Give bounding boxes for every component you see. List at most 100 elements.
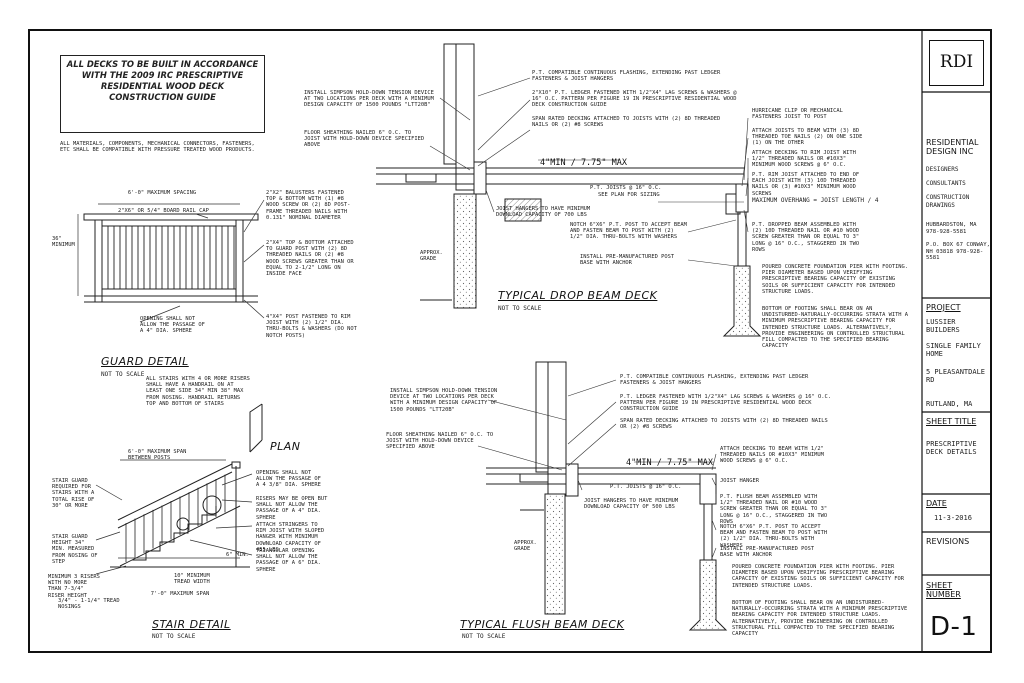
project-type: SINGLE FAMILY HOME [926, 342, 986, 358]
project-builder: LUSSIER BUILDERS [926, 318, 960, 334]
company-address-2: P.O. BOX 67 CONWAY, NH 03818 978-928-558… [926, 242, 994, 261]
guard-opening-note: OPENING SHALL NOT ALLOW THE PASSAGE OF A… [140, 316, 209, 335]
flush-deck-title: TYPICAL FLUSH BEAM DECK [460, 618, 625, 631]
stair-detail-title: STAIR DETAIL [152, 618, 231, 631]
date-heading: DATE [926, 499, 947, 508]
revisions-heading: REVISIONS [926, 537, 970, 546]
flush-attach-note: ATTACH DECKING TO BEAM WITH 1/2" THREADE… [720, 446, 828, 465]
company-designers: DESIGNERS [926, 166, 959, 173]
drop-attach-rim-note: ATTACH DECKING TO RIM JOIST WITH 1/2" TH… [752, 150, 860, 169]
guard-balusters [107, 226, 235, 289]
materials-note: ALL MATERIALS, COMPONENTS, MECHANICAL CO… [60, 141, 258, 154]
guard-rail-note: 2"X4" TOP & BOTTOM ATTACHED TO GUARD POS… [266, 240, 357, 278]
sheet-number: D-1 [930, 612, 978, 642]
flush-deck-scale: NOT TO SCALE [462, 633, 506, 640]
stair-balusters [125, 474, 226, 562]
flush-hangers-note: JOIST HANGERS TO HAVE MINIMUM DOWNLOAD C… [584, 498, 682, 511]
drop-leader-lines [429, 77, 749, 267]
title-block-lines [921, 30, 991, 652]
flush-footing2-note: BOTTOM OF FOOTING SHALL BEAR ON AN UNDIS… [732, 600, 911, 638]
stair-riser-note: MINIMUM 3 RISERS WITH NO MORE THAN 7-3/4… [48, 574, 104, 599]
stair-detail-scale: NOT TO SCALE [152, 633, 196, 640]
guard-balusters-note: 2"X2" BALUSTERS FASTENED TOP & BOTTOM WI… [266, 190, 351, 221]
stair-max-span-top: 6'-0" MAXIMUM SPAN BETWEEN POSTS [128, 449, 190, 462]
stair-dim-lines [95, 459, 253, 575]
drop-sheathing-note: FLOOR SHEATHING NAILED 6" O.C. TO JOIST … [304, 130, 428, 149]
drawing-sheet-border [28, 29, 992, 653]
stair-risers-open: RISERS MAY BE OPEN BUT SHALL NOT ALLOW T… [256, 496, 331, 521]
stair-tread-min: 10" MINIMUM TREAD WIDTH [174, 573, 213, 586]
project-street: 5 PLEASANTDALE RD [926, 368, 990, 384]
stair-guard-height: STAIR GUARD HEIGHT 34" MIN. MEASURED FRO… [52, 534, 101, 565]
drop-deck-title: TYPICAL DROP BEAM DECK [498, 289, 658, 302]
project-heading: PROJECT [926, 303, 961, 312]
stair-handrail-note: ALL STAIRS WITH 4 OR MORE RISERS SHALL H… [146, 376, 254, 407]
stair-plan-drawing [249, 403, 263, 453]
flush-decking-note: SPAN RATED DECKING ATTACHED TO JOISTS WI… [620, 418, 831, 431]
drop-hangers-note: JOIST HANGERS TO HAVE MINIMUM DOWNLOAD C… [496, 206, 594, 219]
date-value: 11-3-2016 [934, 514, 972, 522]
sheet-title: PRESCRIPTIVE DECK DETAILS [926, 440, 981, 456]
notice-box: ALL DECKS TO BE BUILT IN ACCORDANCE WITH… [60, 55, 265, 133]
drop-beam-note: P.T. DROPPED BEAM ASSEMBLED WITH (2) 10D… [752, 222, 863, 253]
flush-dimension: 4"MIN / 7.75" MAX [626, 458, 713, 468]
flush-joists-label: P.T. JOISTS @ 16" O.C. [610, 484, 682, 490]
drop-holddown-note: INSTALL SIMPSON HOLD-DOWN TENSION DEVICE… [304, 90, 438, 109]
guard-height-dim: 36" MINIMUM [52, 236, 75, 249]
sheet-title-heading: SHEET TITLE [926, 417, 977, 426]
guard-detail-scale: NOT TO SCALE [101, 371, 145, 378]
drop-prefab-note: INSTALL PRE-MANUFACTURED POST BASE WITH … [580, 254, 678, 267]
guard-rail-cap: 2"X6" OR 5/4" BOARD RAIL CAP [118, 208, 209, 214]
flush-prefab-note: INSTALL PRE-MANUFACTURED POST BASE WITH … [720, 546, 818, 559]
rdi-logo: RDI [929, 40, 984, 86]
stair-triangular-note: TRIANGULAR OPENING SHALL NOT ALLOW THE P… [256, 548, 325, 573]
stair-nosing-min: 6" MIN. [226, 552, 249, 558]
company-consultants: CONSULTANTS [926, 180, 966, 187]
drop-notch-note: NOTCH 6"X6" P.T. POST TO ACCEPT BEAM AND… [570, 222, 691, 241]
drop-flashing-note: P.T. COMPATIBLE CONTINUOUS FLASHING, EXT… [532, 70, 724, 83]
flush-joist-hanger: JOIST HANGER [720, 478, 759, 484]
flush-grade-label: APPROX. GRADE [514, 540, 540, 553]
drop-grade-label: APPROX. GRADE [420, 250, 446, 263]
drop-rim-joist-note: P.T. RIM JOIST ATTACHED TO END OF EACH J… [752, 172, 863, 197]
guard-detail-drawing [83, 213, 259, 303]
flush-notch-note: NOTCH 6"X6" P.T. POST TO ACCEPT BEAM AND… [720, 524, 831, 549]
drop-footing2-note: BOTTOM OF FOOTING SHALL BEAR ON AN UNDIS… [762, 306, 912, 350]
drop-deck-scale: NOT TO SCALE [498, 305, 542, 312]
project-town: RUTLAND, MA [926, 400, 973, 408]
drop-rim-note: SPAN RATED DECKING ATTACHED TO JOISTS WI… [532, 116, 724, 129]
stair-plan-label: PLAN [270, 440, 301, 453]
flush-holddown-note: INSTALL SIMPSON HOLD-DOWN TENSION DEVICE… [390, 388, 501, 413]
company-construction: CONSTRUCTION DRAWINGS [926, 194, 973, 209]
stair-detail-drawing [110, 461, 250, 568]
flush-ledger-note: P.T. LEDGER FASTENED WITH 1/2"X4" LAG SC… [620, 394, 835, 413]
drop-attach-beam-note: ATTACH JOISTS TO BEAM WITH (3) 8D THREAD… [752, 128, 866, 147]
drop-overhang-note: MAXIMUM OVERHANG = JOIST LENGTH / 4 [752, 197, 879, 204]
flush-beam-deck-drawing [486, 361, 728, 631]
guard-dim-lines [77, 199, 265, 323]
flush-flashing-note: P.T. COMPATIBLE CONTINUOUS FLASHING, EXT… [620, 374, 812, 387]
drop-see-plan: SEE PLAN FOR SIZING [598, 192, 660, 198]
company-name: RESIDENTIAL DESIGN INC [926, 138, 979, 156]
flush-beam-note: P.T. FLUSH BEAM ASSEMBLED WITH 1/2" THRE… [720, 494, 831, 525]
stair-stringers-note: ATTACH STRINGERS TO RIM JOIST WITH SLOPE… [256, 522, 328, 553]
drop-joists-label: P.T. JOISTS @ 16" O.C. [590, 185, 662, 191]
stair-nosing-note: 3/4" - 1-1/4" TREAD NOSINGS [58, 598, 123, 611]
guard-max-spacing: 6'-0" MAXIMUM SPACING [127, 190, 197, 196]
sheet-number-heading: SHEET NUMBER [926, 581, 961, 599]
stair-opening-sphere: OPENING SHALL NOT ALLOW THE PASSAGE OF A… [256, 470, 325, 489]
drop-dimension: 4"MIN / 7.75" MAX [540, 158, 627, 168]
drop-footing-note: POURED CONCRETE FOUNDATION PIER WITH FOO… [762, 264, 912, 295]
guard-post-note: 4"X4" POST FASTENED TO RIM JOIST WITH (2… [266, 314, 361, 339]
company-address-1: HUBBARDSTON, MA 978-928-5581 [926, 222, 980, 235]
stair-span-bottom: 7'-0" MAXIMUM SPAN [150, 591, 210, 597]
flush-sheathing-note: FLOOR SHEATHING NAILED 6" O.C. TO JOIST … [386, 432, 497, 451]
drop-hurricane-note: HURRICANE CLIP OR MECHANICAL FASTENERS J… [752, 108, 847, 121]
drop-ledger-note: 2"X10" P.T. LEDGER FASTENED WITH 1/2"X4"… [532, 90, 740, 109]
flush-footing-note: POURED CONCRETE FOUNDATION PIER WITH FOO… [732, 564, 908, 589]
guard-detail-title: GUARD DETAIL [101, 355, 189, 368]
stair-guard-requirement: STAIR GUARD REQUIRED FOR STAIRS WITH A T… [52, 478, 98, 509]
flush-leader-lines [477, 379, 717, 559]
drop-beam-deck-drawing [376, 43, 762, 337]
